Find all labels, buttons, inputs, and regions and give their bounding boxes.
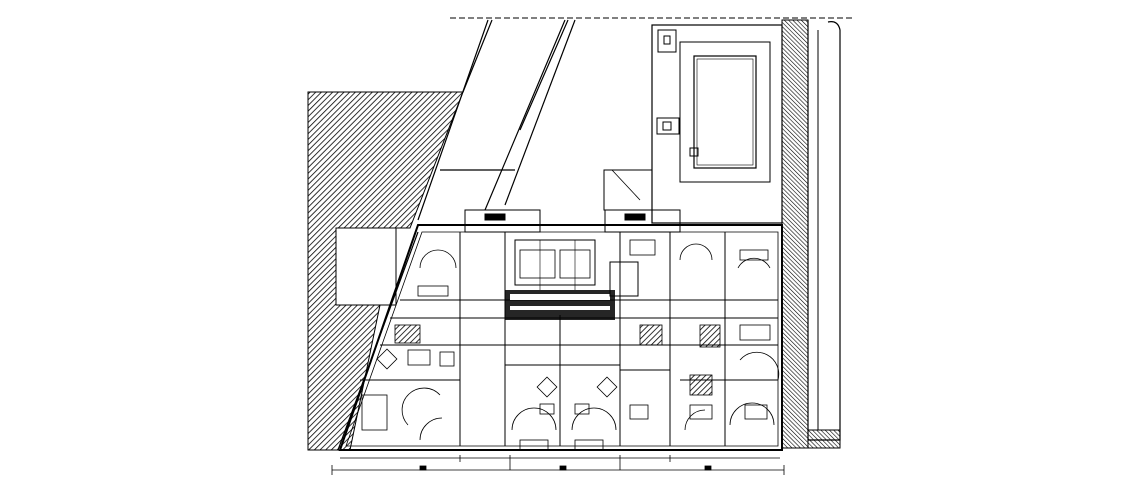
central-corridor [505,239,639,320]
dimension-lines [331,455,785,475]
diagonal-access-lines [337,19,576,451]
door-swings [401,243,780,441]
main-building-outline [338,209,783,451]
left-hatched-building [307,91,464,451]
right-hatched-wall [781,19,841,449]
pool-courtyard [603,24,783,224]
furniture-blocks [361,239,771,451]
